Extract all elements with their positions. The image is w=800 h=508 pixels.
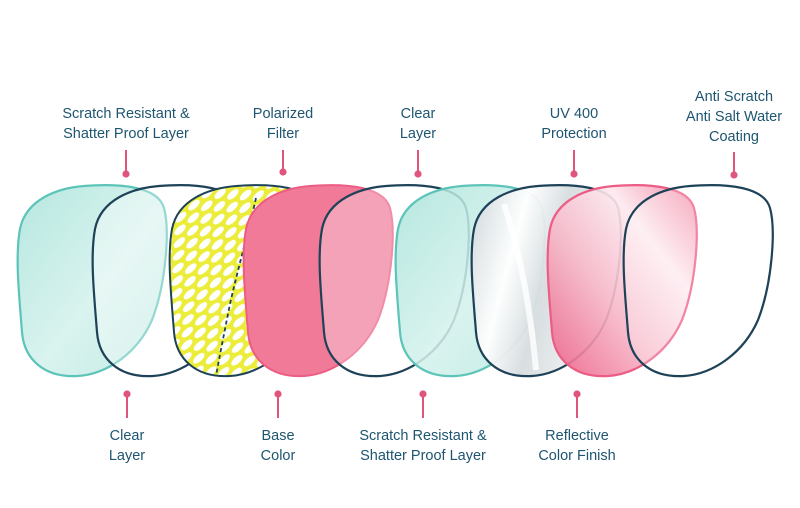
label-line: Clear xyxy=(109,428,145,444)
label-line: Base xyxy=(261,428,295,444)
label-line: Anti Salt Water xyxy=(685,109,783,125)
label-line: Filter xyxy=(266,126,300,142)
label-clear-layer-bottom: Clear Layer xyxy=(109,426,145,466)
label-line: Layer xyxy=(108,448,146,464)
top-pointer-2 xyxy=(279,150,287,176)
label-line: Color Finish xyxy=(538,448,616,464)
bottom-pointer-1 xyxy=(123,390,131,418)
label-scratch-resistant-top: Scratch Resistant & Shatter Proof Layer xyxy=(62,104,189,144)
bottom-pointer-4 xyxy=(573,390,581,418)
label-line: Polarized xyxy=(252,106,314,122)
label-anti-scratch-coating: Anti Scratch Anti Salt Water Coating xyxy=(686,87,782,147)
label-line: Color xyxy=(260,448,296,464)
label-line: UV 400 xyxy=(549,106,599,122)
label-line: Anti Scratch xyxy=(694,89,774,105)
label-polarized-filter: Polarized Filter xyxy=(253,104,313,144)
label-line: Protection xyxy=(541,126,607,142)
label-uv-400-protection: UV 400 Protection xyxy=(541,104,606,144)
label-clear-layer-top: Clear Layer xyxy=(400,104,436,144)
label-line: Scratch Resistant & xyxy=(62,106,190,122)
label-line: Clear xyxy=(400,106,436,122)
top-pointer-5 xyxy=(730,152,738,179)
bottom-pointer-3 xyxy=(419,390,427,418)
top-pointer-1 xyxy=(122,150,130,178)
label-line: Shatter Proof Layer xyxy=(63,126,189,142)
top-pointer-4 xyxy=(570,150,578,178)
label-line: Coating xyxy=(709,129,759,145)
lens-uv-400-protection xyxy=(470,184,622,378)
label-base-color: Base Color xyxy=(261,426,296,466)
label-scratch-resistant-bottom: Scratch Resistant & Shatter Proof Layer xyxy=(359,426,486,466)
label-line: Layer xyxy=(399,126,437,142)
label-line: Reflective xyxy=(545,428,609,444)
top-pointer-3 xyxy=(414,150,422,178)
label-line: Scratch Resistant & xyxy=(359,428,487,444)
lens-anti-scratch-coating xyxy=(622,184,774,378)
bottom-pointer-2 xyxy=(274,390,282,418)
label-line: Shatter Proof Layer xyxy=(360,448,486,464)
label-reflective-color-finish: Reflective Color Finish xyxy=(538,426,615,466)
